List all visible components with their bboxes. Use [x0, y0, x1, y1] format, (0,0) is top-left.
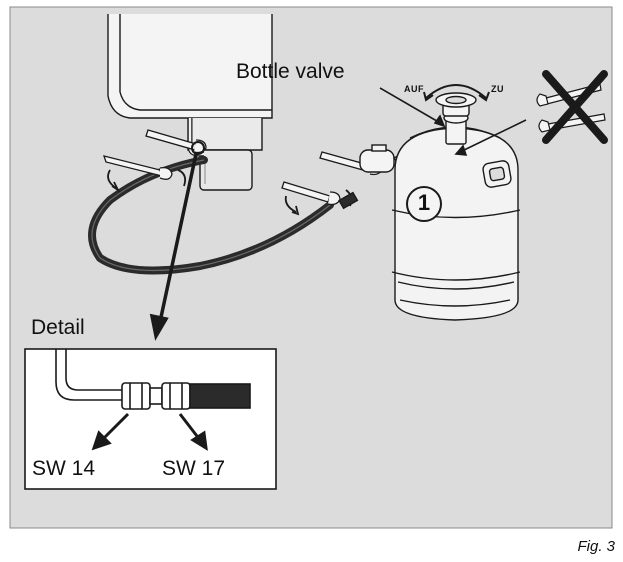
bottle-valve [423, 84, 490, 145]
sw17-label: SW 17 [162, 457, 226, 480]
crossed-out-icon [536, 70, 608, 144]
wrench-icon [281, 151, 383, 206]
gas-bottle [391, 126, 521, 321]
detail-label: Detail [31, 316, 85, 339]
bottle-valve-label: Bottle valve [236, 60, 345, 83]
detail-box [24, 348, 277, 490]
auf-label: AUF [404, 84, 424, 94]
sw14-label: SW 14 [32, 457, 96, 480]
detail-arrows [91, 412, 208, 451]
detail-pointer [149, 141, 205, 341]
pointer-arrow-icon [379, 87, 527, 156]
callout-number: 1 [417, 190, 431, 215]
detail-fitting [55, 349, 251, 410]
appliance-housing [107, 14, 273, 191]
callout-circle [406, 186, 442, 222]
zu-label: ZU [491, 84, 504, 94]
figure-caption: Fig. 3 [577, 538, 615, 555]
